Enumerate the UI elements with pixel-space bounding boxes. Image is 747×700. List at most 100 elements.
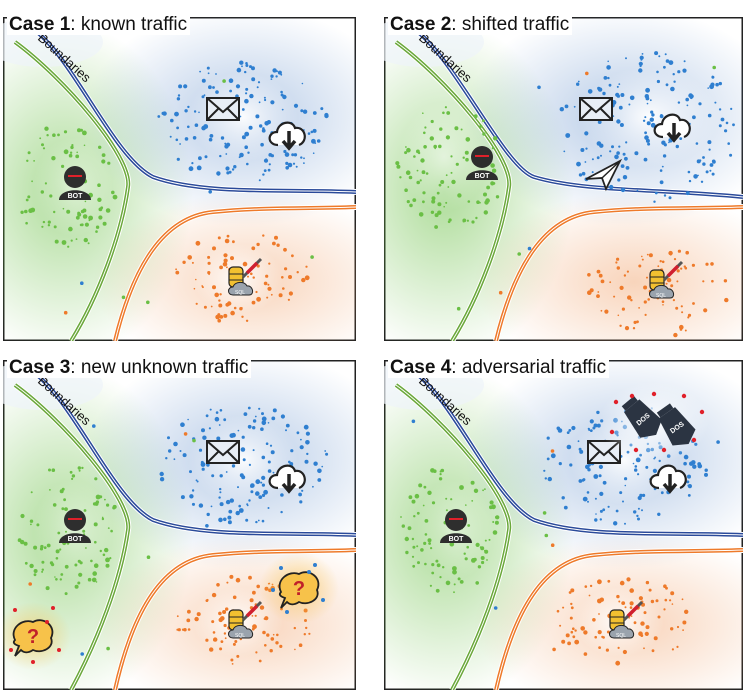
traffic-dot (106, 503, 110, 507)
traffic-dot (718, 124, 722, 128)
traffic-dot (218, 299, 221, 302)
traffic-dot (232, 240, 235, 244)
traffic-dot (225, 153, 228, 155)
traffic-dot (231, 168, 235, 171)
traffic-dot (183, 84, 188, 89)
traffic-dot (194, 616, 199, 622)
traffic-dot (187, 255, 192, 260)
traffic-dot (191, 261, 194, 264)
traffic-dot (584, 161, 587, 163)
traffic-dot (399, 176, 402, 179)
traffic-dot (683, 461, 687, 466)
traffic-dot (71, 474, 76, 478)
traffic-dot (285, 429, 287, 432)
traffic-dot (214, 416, 220, 422)
traffic-dot (573, 105, 576, 108)
traffic-dot (668, 196, 672, 200)
traffic-dot (657, 512, 661, 516)
traffic-dot (228, 509, 233, 514)
traffic-dot (621, 307, 625, 311)
traffic-dot (91, 577, 97, 583)
traffic-dot (570, 602, 573, 606)
traffic-dot (70, 145, 74, 150)
traffic-dot (411, 499, 416, 504)
traffic-dot (27, 195, 31, 199)
traffic-dot (110, 529, 113, 533)
traffic-dot (40, 190, 44, 194)
traffic-dot (589, 584, 593, 588)
traffic-dot (679, 324, 684, 330)
traffic-dot (637, 473, 640, 476)
traffic-dot (205, 599, 209, 602)
traffic-dot (184, 137, 189, 141)
traffic-dot (423, 145, 427, 149)
traffic-dot (53, 210, 56, 214)
traffic-dot (74, 584, 79, 589)
traffic-dot (94, 477, 98, 481)
traffic-dot (187, 628, 191, 631)
traffic-dot (235, 510, 240, 516)
traffic-dot (82, 208, 87, 213)
traffic-dot (101, 517, 105, 521)
traffic-dot (33, 573, 37, 577)
traffic-dot (252, 276, 255, 279)
traffic-dot (467, 200, 471, 203)
traffic-dot (292, 162, 296, 165)
traffic-dot (567, 641, 571, 646)
traffic-dot (724, 129, 728, 133)
traffic-dot (600, 279, 605, 284)
traffic-dot (616, 266, 620, 270)
traffic-dot (272, 408, 277, 413)
traffic-dot (641, 258, 644, 261)
traffic-dot (718, 108, 722, 111)
traffic-dot (652, 468, 657, 473)
traffic-dot (561, 639, 566, 644)
traffic-dot (641, 255, 643, 258)
traffic-dot (176, 97, 181, 101)
traffic-dot (615, 92, 620, 97)
traffic-dot (77, 466, 82, 470)
traffic-dot (416, 169, 419, 172)
traffic-dot (222, 262, 228, 267)
traffic-dot (182, 453, 187, 458)
traffic-dot (659, 114, 664, 119)
traffic-dot (224, 637, 227, 640)
traffic-dot (466, 545, 469, 549)
traffic-dot (176, 126, 180, 130)
traffic-dot (284, 152, 290, 157)
traffic-dot (450, 498, 453, 501)
traffic-dot (175, 270, 180, 275)
traffic-dot (409, 203, 413, 208)
dos-dot (699, 409, 705, 415)
traffic-dot (616, 85, 619, 88)
panel-1-caption: Case 1: known traffic (7, 15, 191, 35)
traffic-dot (61, 240, 67, 245)
traffic-dot (642, 119, 646, 123)
traffic-dot (239, 637, 242, 641)
traffic-dot (638, 264, 642, 268)
traffic-dot (693, 174, 698, 179)
traffic-dot (218, 496, 221, 499)
traffic-dot (492, 521, 495, 523)
traffic-dot (225, 471, 228, 473)
outlier-dot (208, 190, 212, 194)
traffic-dot (596, 294, 600, 298)
traffic-dot (544, 477, 547, 480)
traffic-dot (230, 256, 234, 261)
outlier-dot (146, 555, 151, 559)
traffic-dot (233, 165, 237, 169)
traffic-dot (588, 594, 591, 597)
bot-icon: BOT (59, 166, 91, 200)
traffic-dot (256, 264, 260, 268)
traffic-dot (229, 89, 233, 93)
traffic-dot (577, 80, 580, 83)
traffic-dot (48, 468, 51, 472)
blue-cluster (559, 51, 735, 203)
traffic-dot (64, 564, 69, 569)
traffic-dot (598, 474, 602, 478)
traffic-dot (645, 625, 650, 630)
traffic-dot (700, 180, 704, 183)
traffic-dot (102, 221, 107, 226)
traffic-dot (473, 488, 479, 493)
traffic-dot (495, 195, 500, 199)
